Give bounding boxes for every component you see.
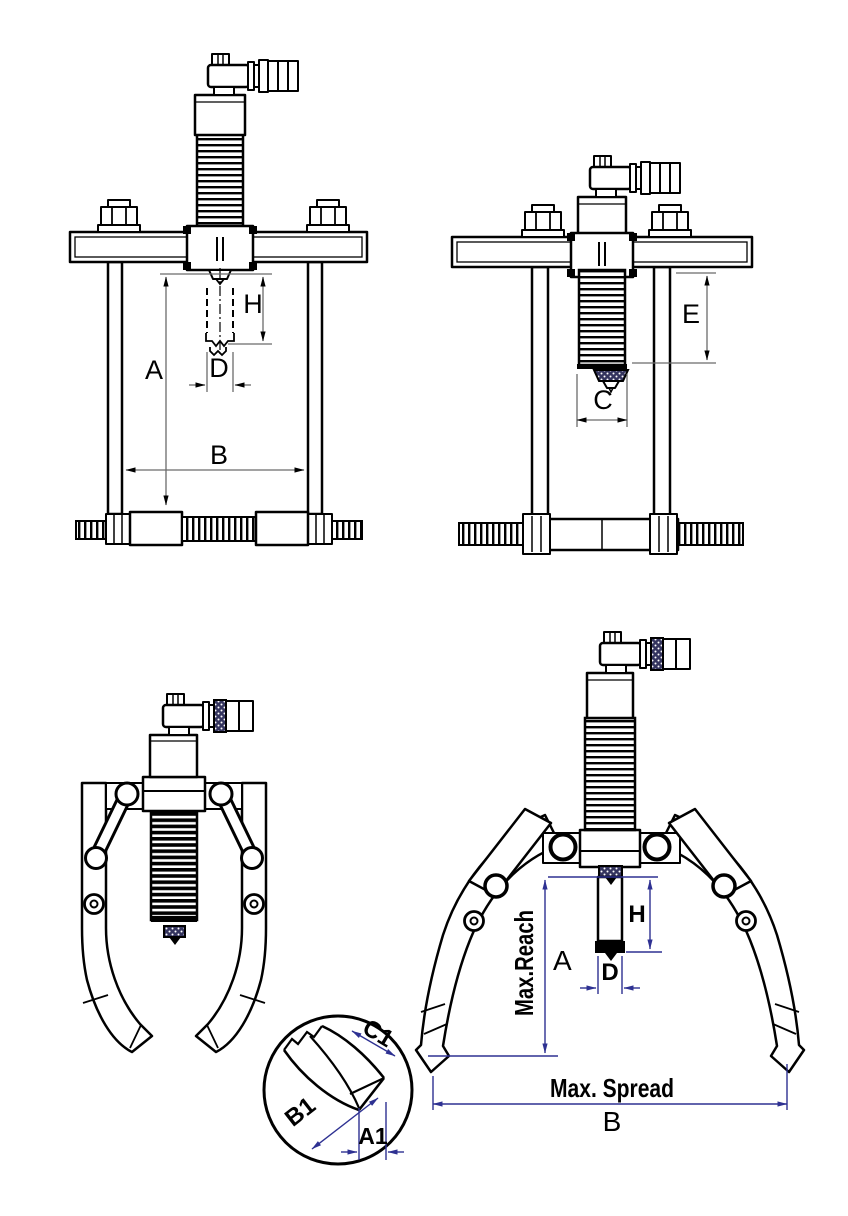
figure-two-jaw-puller-side-view: E C xyxy=(450,154,754,555)
ram xyxy=(596,875,624,943)
dimension-lines xyxy=(125,273,305,506)
right-top-pivot xyxy=(642,832,672,862)
figure-two-jaw-puller-front-view: A H D B xyxy=(68,52,369,547)
cylinder-body xyxy=(576,195,628,239)
label-reach-a: A xyxy=(145,355,163,385)
bottom-crossbar xyxy=(458,513,744,555)
left-link-pivot xyxy=(84,846,108,870)
label-tip-d: D xyxy=(209,353,229,383)
label-stroke-h: H xyxy=(243,289,263,319)
figure-three-jaw-puller-closed xyxy=(80,692,268,1054)
label-max-spread: Max. Spread xyxy=(550,1073,674,1103)
left-rod xyxy=(106,260,124,516)
puller-head xyxy=(578,828,642,869)
left-top-pivot xyxy=(114,781,140,807)
cylinder-threads xyxy=(577,268,627,367)
right-link-pivot xyxy=(240,846,264,870)
ram-tip xyxy=(595,941,625,953)
cylinder-body xyxy=(193,93,247,137)
jaw-tip-detail-circle: C1 B1 A1 xyxy=(262,1014,414,1166)
threaded-ram xyxy=(149,810,199,922)
dimension-lines xyxy=(428,876,788,1110)
label-width-c: C xyxy=(593,385,613,415)
left-link-pivot xyxy=(483,873,509,899)
left-top-pivot xyxy=(548,832,578,862)
label-a1: A1 xyxy=(358,1123,388,1149)
label-length-e: E xyxy=(682,299,700,329)
label-max-reach: Max.Reach xyxy=(509,910,539,1016)
cylinder-threads xyxy=(195,131,245,230)
beam-center-block xyxy=(185,224,255,272)
label-stroke-h: H xyxy=(628,901,645,928)
ram-extended-phantom xyxy=(205,268,235,357)
right-rod xyxy=(652,265,672,519)
knurled-tip xyxy=(592,369,630,382)
label-tip-d: D xyxy=(601,959,618,986)
dimension-lines xyxy=(576,272,716,427)
right-link-pivot xyxy=(711,873,737,899)
puller-head xyxy=(141,775,207,813)
figure-three-jaw-puller-open: Max.Reach A H D Max. Spread B xyxy=(414,630,806,1137)
label-reach-a: A xyxy=(553,945,572,976)
knurled-tip xyxy=(163,925,186,938)
knurled-collar xyxy=(598,865,623,878)
right-rod xyxy=(306,260,324,516)
cylinder-threads xyxy=(583,716,637,832)
label-spread-b: B xyxy=(210,440,228,470)
right-top-pivot xyxy=(208,781,234,807)
dimension-lines xyxy=(311,1030,404,1160)
label-spread-b: B xyxy=(603,1106,622,1137)
bottom-crossbar xyxy=(75,510,363,547)
left-rod xyxy=(530,265,550,519)
